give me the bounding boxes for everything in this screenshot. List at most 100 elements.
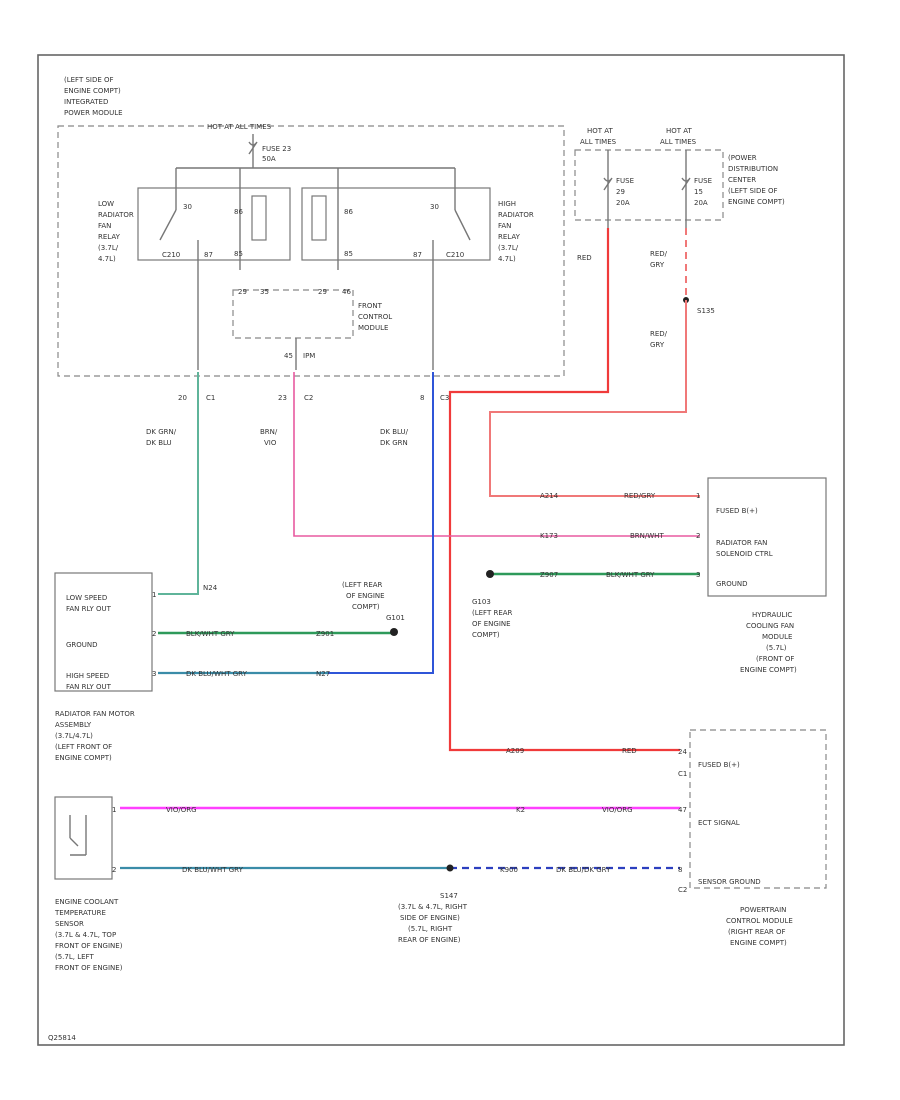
pcm-label-3: (RIGHT REAR OF — [728, 928, 786, 936]
hyd-pin-label-4: GROUND — [716, 580, 748, 588]
fcm-right-pin-2: 35 — [260, 288, 269, 296]
ect-label-3: SENSOR — [55, 920, 84, 928]
pdc-hot-right-1: HOT AT — [666, 127, 693, 135]
hyd-pin-label-1: FUSED B(+) — [716, 507, 758, 515]
c3-wire-color-2: DK GRN — [380, 439, 408, 447]
colored-wires — [120, 228, 700, 870]
hyd-label-6: ENGINE COMPT) — [740, 666, 797, 674]
fan-label-1: RADIATOR FAN MOTOR — [55, 710, 135, 718]
fuse23-label-2: 50A — [262, 155, 276, 163]
pdc-fuse-right-1: FUSE — [694, 177, 712, 185]
s147-label-1: S147 — [440, 892, 458, 900]
c3-pin: 8 — [420, 394, 424, 402]
s147-splice-dot — [446, 864, 454, 872]
pdc-hot-left-2: ALL TIMES — [580, 138, 617, 146]
low-relay-label-2: RADIATOR — [98, 211, 134, 219]
c2-pin: 23 — [278, 394, 287, 402]
s147-label-5: REAR OF ENGINE) — [398, 936, 461, 944]
fan-high-code: N27 — [316, 670, 330, 678]
high-relay-label-3: FAN — [498, 222, 511, 230]
ect-signal-color-1: VIO/ORG — [166, 806, 197, 814]
low-relay-switch — [159, 209, 177, 241]
pdc-label-1: (POWER — [728, 154, 757, 162]
fan-pin-label-5: FAN RLY OUT — [66, 683, 112, 691]
left-ground-id: G101 — [386, 614, 405, 622]
dk-blu-dk-grn-wire-high-speed — [328, 372, 434, 674]
fcm-left-pin-2: 29 — [318, 288, 327, 296]
s147-label-4: (5.7L, RIGHT — [408, 925, 453, 933]
pdc-label-3: CENTER — [728, 176, 756, 184]
right-ground-label-1: G103 — [472, 598, 491, 606]
fan-pin-label-2: FAN RLY OUT — [66, 605, 112, 613]
ipm-label-1: (LEFT SIDE OF — [64, 76, 114, 84]
high-relay-label-6: 4.7L) — [498, 255, 516, 263]
pdc-fuse-right-symbol — [681, 177, 691, 191]
high-relay-box — [301, 187, 491, 261]
brn-vio-wire-to-solenoid — [293, 372, 700, 537]
left-ground-label-2: OF ENGINE — [346, 592, 385, 600]
pdc-fuse-right-2: 15 — [694, 188, 703, 196]
c2-wire-color-2: VIO — [264, 439, 277, 447]
ect-signal-color-2: VIO/ORG — [602, 806, 633, 814]
hyd-label-5: (FRONT OF — [756, 655, 794, 663]
pcm-fused-color: RED — [622, 747, 637, 755]
fan-ground-color: BLK/WHT GRY — [186, 630, 235, 638]
hyd-label-1: HYDRAULIC — [752, 611, 792, 619]
hyd-pin-1: 1 — [696, 492, 700, 500]
high-relay-86-pin: 86 — [344, 208, 353, 216]
ect-pin-1: 1 — [112, 806, 116, 814]
pcm-label-1: POWERTRAIN — [740, 906, 786, 914]
hyd-ground-row-code: Z907 — [540, 571, 558, 579]
hyd-ground-row-color: BLK/WHT GRY — [606, 571, 655, 579]
pcm-fused-code: A209 — [506, 747, 524, 755]
diagram-frame — [37, 54, 845, 1046]
ect-signal-code-1: K2 — [516, 806, 525, 814]
hyd-pin-2: 2 — [696, 532, 700, 540]
ect-sensor-symbol — [69, 815, 87, 856]
pdc-label-5: ENGINE COMPT) — [728, 198, 785, 206]
red-wire-pdc-to-pcm — [448, 228, 680, 752]
right-ground-label-4: COMPT) — [472, 631, 500, 639]
low-relay-86-pin: 86 — [234, 208, 243, 216]
pcm-pin-label-1: FUSED B(+) — [698, 761, 740, 769]
fan-label-4: (LEFT FRONT OF — [55, 743, 112, 751]
s135-splice-label: S135 — [697, 307, 715, 315]
hyd-label-2: COOLING FAN — [746, 622, 794, 630]
low-relay-87-pin: 87 — [204, 251, 213, 259]
footer-code: Q25814 — [48, 1034, 76, 1042]
right-ground-label-2: (LEFT REAR — [472, 609, 513, 617]
c1-wire-color-1: DK GRN/ — [146, 428, 177, 436]
ect-label-7: FRONT OF ENGINE) — [55, 964, 123, 972]
ect-ground-color-2: DK BLU/DK GRY — [556, 866, 611, 874]
ipm-connectors: 20 C1 23 C2 8 C3 — [178, 394, 449, 402]
front-control-module-box — [232, 289, 354, 339]
ipm-label-2: ENGINE COMPT) — [64, 87, 121, 95]
fan-pin-label-1: LOW SPEED — [66, 594, 107, 602]
high-relay-87a-pin: C210 — [446, 251, 464, 259]
fused-row-code: A214 — [540, 492, 559, 500]
pcm-pin-label-2: ECT SIGNAL — [698, 819, 740, 827]
fan-pin-1: 1 — [152, 591, 156, 599]
radiator-fan-motor-assembly: LOW SPEED FAN RLY OUT GROUND HIGH SPEED … — [54, 572, 156, 762]
fan-label-5: ENGINE COMPT) — [55, 754, 112, 762]
pdc-wire-right2-color-1: RED/ — [650, 330, 668, 338]
pdc-hot-right-2: ALL TIMES — [660, 138, 697, 146]
ect-label-1: ENGINE COOLANT — [55, 898, 119, 906]
c2-wire-color-1: BRN/ — [260, 428, 278, 436]
ect-pin-2: 2 — [112, 866, 116, 874]
ipm-label-3: INTEGRATED — [64, 98, 108, 106]
hyd-pin-label-3: SOLENOID CTRL — [716, 550, 773, 558]
ect-label-2: TEMPERATURE — [54, 909, 106, 917]
pdc-wire-right-color-1: RED/ — [650, 250, 668, 258]
fan-pin-2: 2 — [152, 630, 156, 638]
ect-label-4: (3.7L & 4.7L, TOP — [55, 931, 116, 939]
fan-high-color: DK BLU/WHT GRY — [186, 670, 248, 678]
pdc-label-4: (LEFT SIDE OF — [728, 187, 778, 195]
low-relay-85-pin: 85 — [234, 250, 243, 258]
hydraulic-module-box — [707, 477, 827, 597]
splice-s147: S147 (3.7L & 4.7L, RIGHT SIDE OF ENGINE)… — [398, 864, 468, 944]
high-relay-coil — [311, 195, 327, 241]
engine-coolant-temperature-sensor: 1 2 ENGINE COOLANT TEMPERATURE SENSOR (3… — [54, 796, 123, 972]
fuse23-label-1: FUSE 23 — [262, 145, 291, 153]
